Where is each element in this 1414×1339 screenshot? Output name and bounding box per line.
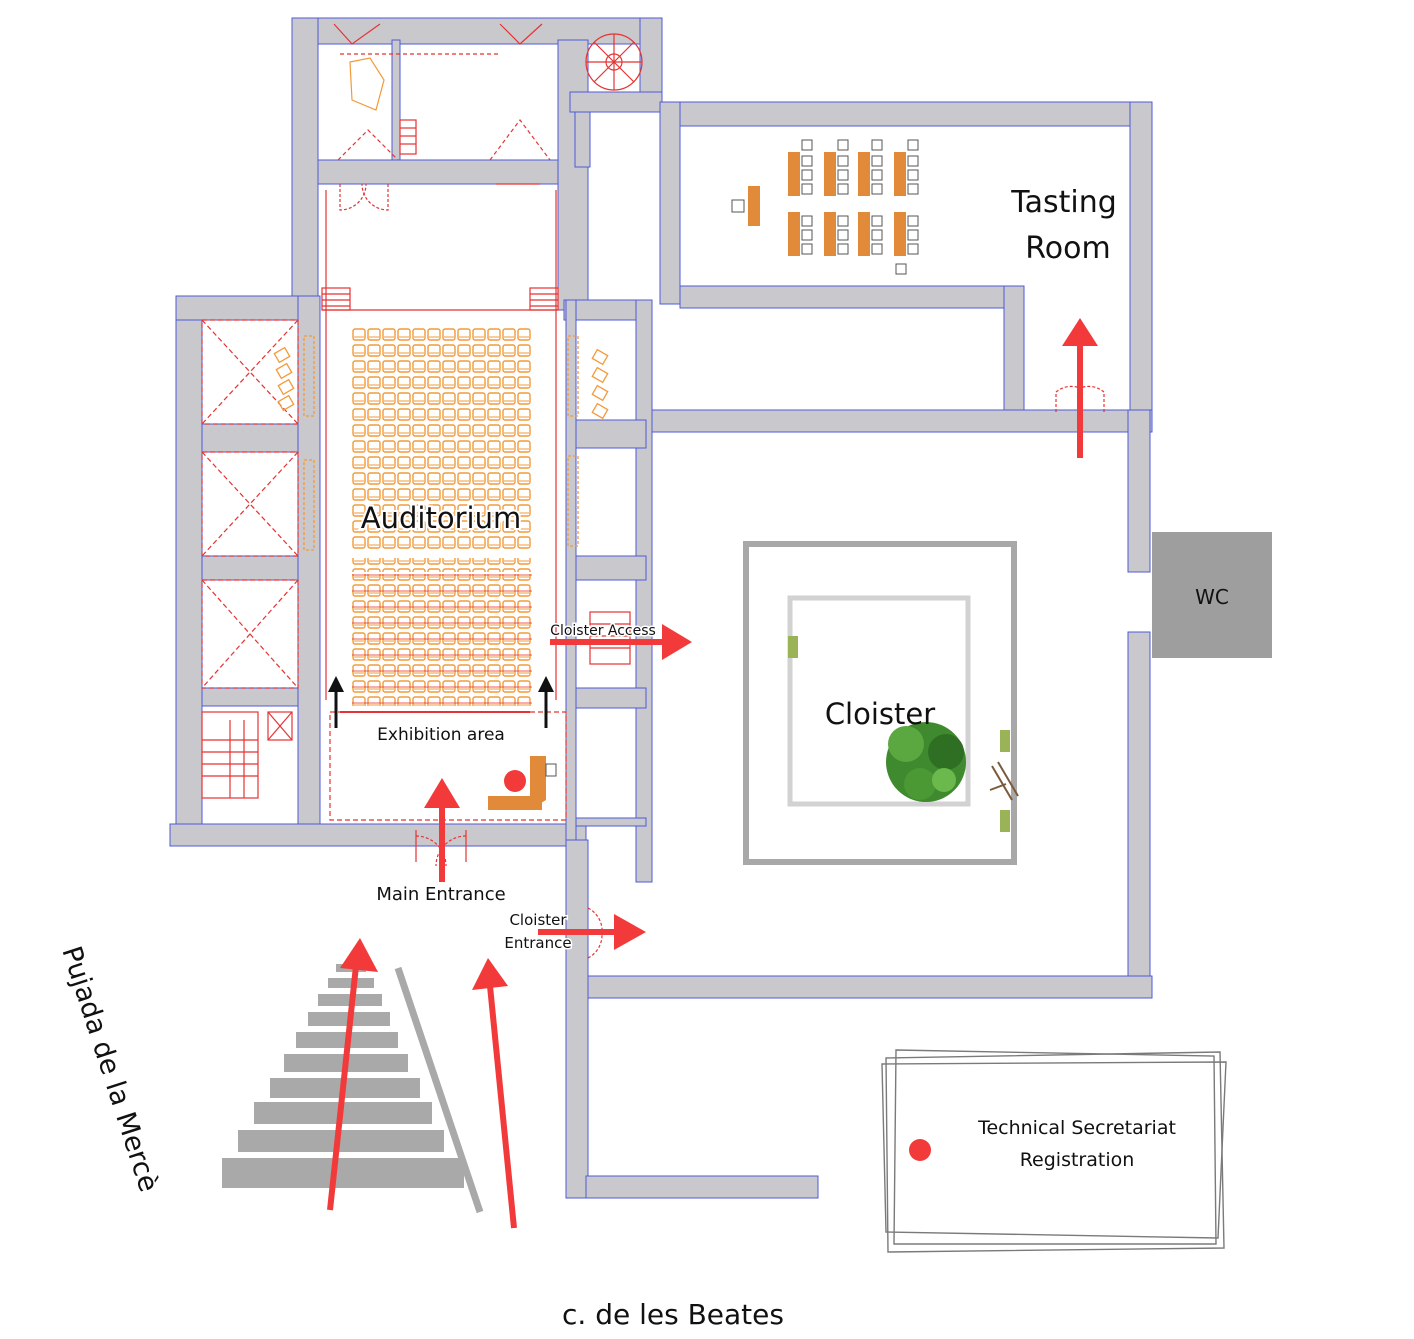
bench-icon [989,761,1019,801]
cloister-access-label: Cloister Access [550,623,656,639]
cad-linework [201,23,1105,959]
wc-label: WC [1195,585,1229,609]
tasting-room-furniture [731,139,919,275]
tasting-room-label-line1: Tasting [1010,185,1117,220]
black-arrow-icon [328,676,554,728]
legend-line1: Technical Secretariat [977,1117,1176,1139]
building-walls [169,17,1153,1199]
red-dot-marker-icon [504,770,526,792]
cloister-label: Cloister [825,697,935,731]
wc-block [1152,532,1272,658]
cloister-courtyard [743,541,1017,865]
tree-icon [886,722,966,802]
exhibition-area-label: Exhibition area [377,725,505,745]
street-label-left: Pujada de la Mercè [55,943,164,1196]
outdoor-stairs [222,964,484,1214]
legend-box [881,1049,1227,1253]
cloister-entrance-label-line1: Cloister [509,911,567,929]
tasting-room-label-line2: Room [1025,231,1110,266]
cloister-entrance-label-line2: Entrance [504,934,571,952]
street-label-bottom: c. de les Beates [562,1298,784,1331]
registration-desk [488,756,557,810]
auditorium-seating [273,328,609,706]
legend-line2: Registration [1020,1149,1135,1171]
main-entrance-label: Main Entrance [376,884,505,905]
legend-marker-icon [909,1139,931,1161]
auditorium-label: Auditorium [361,501,521,535]
red-arrow-icon [327,318,1098,1229]
